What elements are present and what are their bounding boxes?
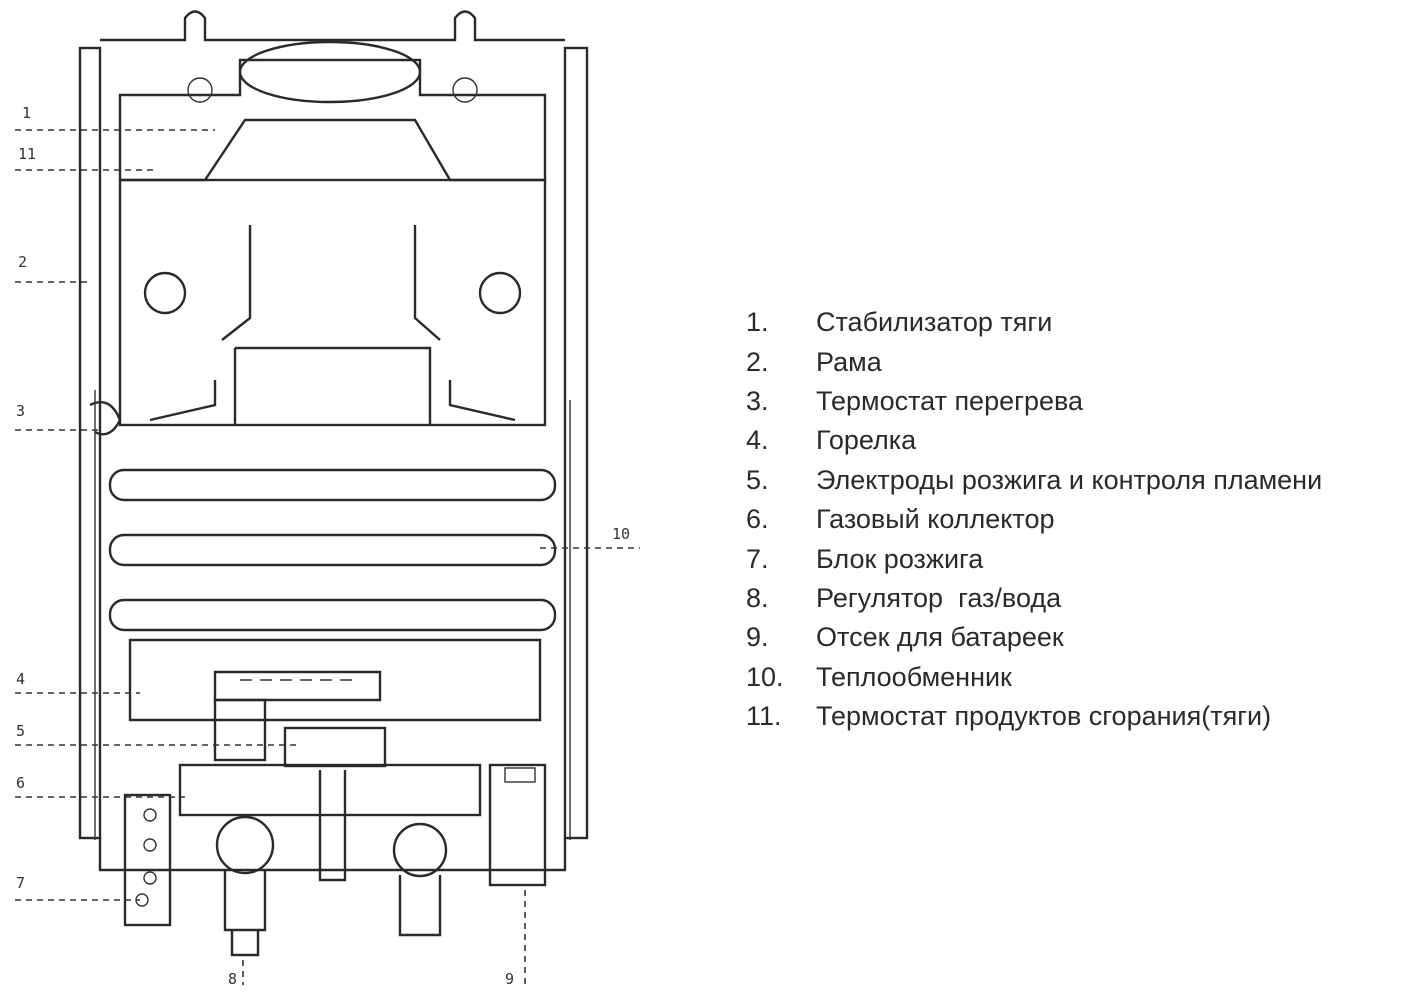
- legend-item: 7. Блок розжига: [742, 539, 1322, 578]
- callout-7: 7: [16, 874, 26, 892]
- legend-text: Блок розжига: [816, 543, 984, 574]
- legend-number: 6.: [746, 504, 769, 535]
- legend-item: 4. Горелка: [742, 421, 1322, 460]
- legend-item: 10. Теплообменник: [742, 658, 1322, 697]
- legend-item: 3. Термостат перегрева: [742, 382, 1322, 421]
- legend-text: Термостат перегрева: [816, 385, 1084, 416]
- burner: [128, 638, 542, 722]
- callout-1: 1: [22, 104, 32, 122]
- legend-number: 9.: [746, 622, 769, 653]
- frame: [78, 10, 589, 872]
- callout-11: 11: [18, 145, 37, 163]
- legend-text: Газовый коллектор: [816, 504, 1055, 535]
- callout-6: 6: [16, 774, 26, 792]
- gas-water-regulator: [123, 698, 482, 957]
- legend-number: 11.: [746, 701, 782, 732]
- legend-text: Отсек для батареек: [816, 622, 1064, 653]
- legend-item: 8. Регулятор газ/вода: [742, 579, 1322, 618]
- callout-4: 4: [16, 670, 26, 688]
- legend-item: 11. Термостат продуктов сгорания(тяги): [742, 697, 1322, 736]
- legend-text: Термостат продуктов сгорания(тяги): [816, 701, 1272, 732]
- legend-text: Регулятор газ/вода: [816, 582, 1062, 613]
- callout-9: 9: [505, 970, 515, 988]
- callout-5: 5: [16, 722, 26, 740]
- legend-number: 3.: [746, 385, 769, 416]
- legend-item: 6. Газовый коллектор: [742, 500, 1322, 539]
- legend-number: 5.: [746, 464, 769, 495]
- callout-3: 3: [16, 402, 26, 420]
- legend-item: 2. Рама: [742, 342, 1322, 381]
- combustion-chamber: [118, 178, 547, 427]
- legend-item: 1. Стабилизатор тяги: [742, 303, 1322, 342]
- legend-text: Стабилизатор тяги: [816, 307, 1053, 338]
- legend-text: Рама: [816, 346, 882, 377]
- legend-number: 8.: [746, 582, 769, 613]
- legend-number: 10.: [746, 661, 784, 692]
- legend-text: Электроды розжига и контроля пламени: [816, 464, 1323, 495]
- parts-legend: 1. Стабилизатор тяги 2. Рама 3. Термостат п…: [742, 303, 1322, 736]
- legend-number: 1.: [746, 307, 769, 338]
- legend-number: 4.: [746, 425, 769, 456]
- callout-8: 8: [228, 970, 238, 988]
- callout-2: 2: [18, 253, 28, 271]
- legend-number: 7.: [746, 543, 769, 574]
- callout-10: 10: [612, 525, 631, 543]
- legend-text: Горелка: [816, 425, 917, 456]
- legend-text: Теплообменник: [816, 661, 1012, 692]
- legend-item: 5. Электроды розжига и контроля пламени: [742, 461, 1322, 500]
- callout-lines: [15, 129, 640, 985]
- legend-number: 2.: [746, 346, 769, 377]
- draft-stabilizer: [118, 40, 547, 182]
- legend-item: 9. Отсек для батареек: [742, 618, 1322, 657]
- heat-exchanger: [89, 390, 571, 840]
- battery-compartment: [488, 763, 547, 887]
